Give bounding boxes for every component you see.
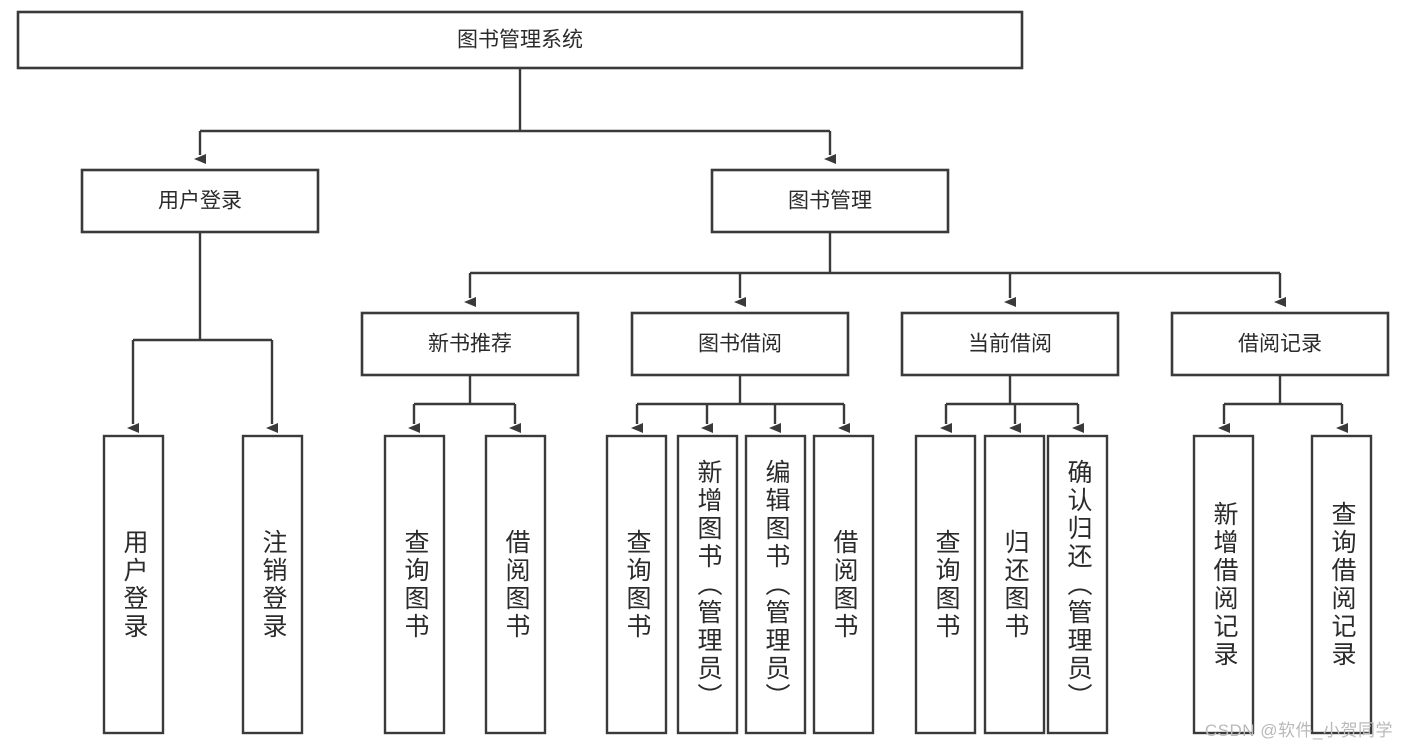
node-user-login-label: 用户登录 [158, 190, 242, 213]
node-leaf-query-book-2-box[interactable] [605, 434, 668, 735]
node-leaf-query-book-3-box[interactable] [914, 434, 977, 735]
watermark-text: CSDN @软件_小贺同学 [1204, 721, 1393, 740]
node-book-manage[interactable]: 图书管理 [710, 168, 950, 234]
node-borrow-record-label: 借阅记录 [1238, 333, 1322, 356]
edge-group-book-manage [464, 232, 1286, 307]
node-book-borrow-label: 图书借阅 [698, 333, 782, 356]
node-book-borrow-box[interactable] [630, 311, 850, 377]
node-leaf-return-book-box[interactable] [983, 434, 1046, 735]
edge-group-borrow-record [1218, 375, 1348, 433]
node-new-book-recommend-label: 新书推荐 [428, 333, 512, 356]
node-new-book-recommend-box[interactable] [360, 311, 580, 377]
edge-group-new-book-recommend [408, 375, 521, 433]
node-leaf-user-logout-box[interactable] [241, 434, 304, 735]
node-leaf-add-book-box[interactable] [676, 434, 739, 735]
node-user-login-box[interactable] [80, 168, 320, 234]
node-borrow-record[interactable]: 借阅记录 [1170, 311, 1390, 377]
node-book-manage-label: 图书管理 [788, 190, 872, 213]
node-root-box[interactable] [16, 10, 1024, 70]
node-root-label: 图书管理系统 [457, 29, 583, 52]
node-new-book-recommend[interactable]: 新书推荐 [360, 311, 580, 377]
edge-group-root [194, 68, 836, 164]
node-leaf-user-login-box[interactable] [102, 434, 165, 735]
node-leaf-query-record-box[interactable] [1310, 434, 1373, 735]
node-leaf-confirm-return-box[interactable] [1046, 434, 1109, 735]
node-leaf-query-book-1-box[interactable] [383, 434, 446, 735]
node-current-borrow-box[interactable] [900, 311, 1120, 377]
node-user-login[interactable]: 用户登录 [80, 168, 320, 234]
edge-group-book-borrow [631, 375, 850, 433]
node-current-borrow[interactable]: 当前借阅 [900, 311, 1120, 377]
edge-group-user-login [127, 232, 278, 433]
node-current-borrow-label: 当前借阅 [968, 333, 1052, 356]
node-book-borrow[interactable]: 图书借阅 [630, 311, 850, 377]
node-leaf-borrow-book-1-box[interactable] [484, 434, 547, 735]
edge-group-current-borrow [940, 375, 1084, 433]
node-leaf-add-record-box[interactable] [1192, 434, 1255, 735]
node-leaf-borrow-book-2-box[interactable] [812, 434, 875, 735]
node-root[interactable]: 图书管理系统 [16, 10, 1024, 70]
node-book-manage-box[interactable] [710, 168, 950, 234]
node-leaf-edit-book-box[interactable] [744, 434, 807, 735]
node-borrow-record-box[interactable] [1170, 311, 1390, 377]
